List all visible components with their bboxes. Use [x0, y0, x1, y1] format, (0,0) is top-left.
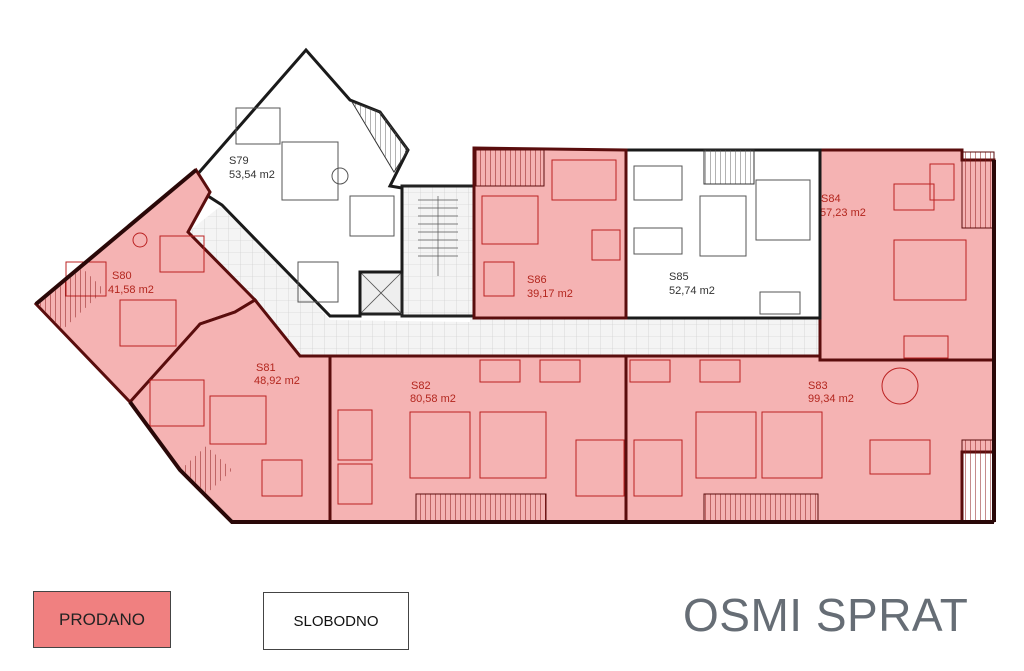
legend-free-label: SLOBODNO	[293, 612, 379, 630]
unit-code: S81	[256, 362, 276, 374]
unit-area: 52,74 m2	[669, 285, 715, 297]
legend-free: SLOBODNO	[263, 592, 409, 650]
outer-wall	[34, 160, 996, 524]
apartment-s86[interactable]: S86 39,17 m2	[472, 146, 628, 320]
unit-code: S86	[527, 274, 547, 286]
unit-area: 99,34 m2	[808, 393, 854, 405]
unit-area: 80,58 m2	[410, 393, 456, 405]
apartment-s82[interactable]: S82 80,58 m2	[328, 354, 628, 524]
unit-area: 41,58 m2	[108, 284, 154, 296]
apartment-s85[interactable]: S85 52,74 m2	[624, 148, 822, 320]
legend-sold: PRODANO	[33, 591, 171, 648]
unit-area: 39,17 m2	[527, 288, 573, 300]
unit-code: S79	[229, 155, 249, 167]
legend-sold-label: PRODANO	[59, 609, 145, 629]
floor-title: OSMI SPRAT	[683, 589, 969, 641]
floor-plan: S79 53,54 m2 S80 41,58 m2 S81 48,92 m2	[33, 47, 996, 524]
apartment-s79[interactable]: S79 53,54 m2	[194, 47, 410, 318]
unit-area: 57,23 m2	[820, 207, 866, 219]
apartment-s81[interactable]: S81 48,92 m2	[128, 298, 332, 524]
unit-area: 53,54 m2	[229, 169, 275, 181]
unit-code: S84	[821, 193, 841, 205]
unit-code: S80	[112, 270, 132, 282]
apartment-s83[interactable]: S83 99,34 m2	[624, 354, 996, 524]
unit-code: S82	[411, 380, 431, 392]
unit-code: S83	[808, 380, 828, 392]
unit-code: S85	[669, 271, 689, 283]
apartment-s84[interactable]: S84 57,23 m2	[818, 148, 996, 362]
apartment-s80[interactable]: S80 41,58 m2	[33, 167, 258, 404]
unit-area: 48,92 m2	[254, 375, 300, 387]
